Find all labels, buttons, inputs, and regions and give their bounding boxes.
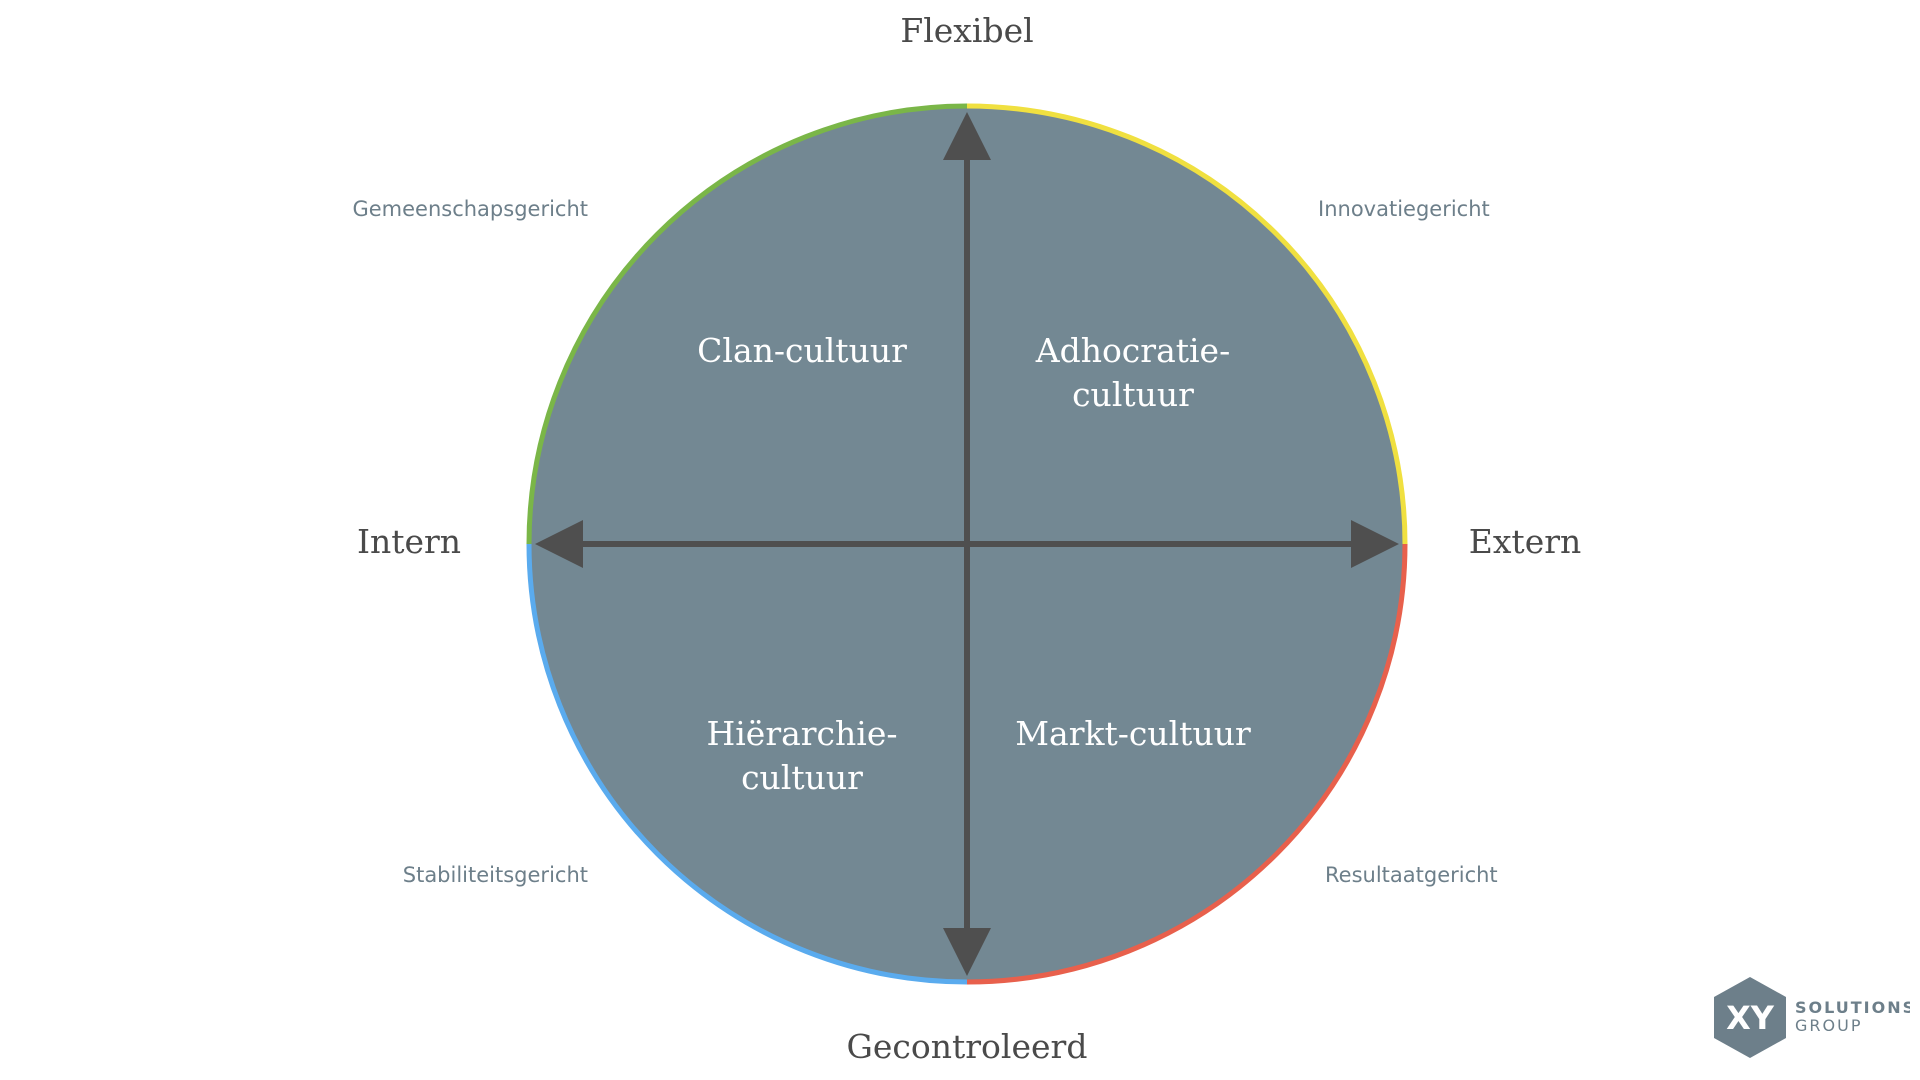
- orientation-label-innovatie: Innovatiegericht: [1318, 197, 1490, 221]
- logo-hexagon-icon: [1714, 977, 1786, 1058]
- orientation-label-resultaat: Resultaatgericht: [1325, 863, 1498, 887]
- logo-line-1: SOLUTIONS: [1795, 998, 1910, 1017]
- axis-label-left: Intern: [357, 522, 461, 561]
- quadrant-label-adhocratie-line2: cultuur: [1072, 375, 1194, 414]
- axis-label-bottom: Gecontroleerd: [847, 1027, 1088, 1066]
- orientation-label-gemeenschap: Gemeenschapsgericht: [352, 197, 588, 221]
- arc-top-right: [966, 103, 1408, 545]
- orientation-label-stabiliteit: Stabiliteitsgericht: [403, 863, 588, 887]
- arc-bottom-left: [526, 543, 968, 985]
- axis-label-right: Extern: [1469, 522, 1582, 561]
- xy-solutions-logo: XY SOLUTIONS GROUP: [1714, 977, 1910, 1058]
- logo-mark: XY: [1726, 999, 1775, 1037]
- arc-bottom-right: [966, 543, 1408, 985]
- arc-top-left: [526, 103, 968, 545]
- axis-label-top: Flexibel: [900, 11, 1033, 50]
- quadrant-label-hierarchie-line1: Hiërarchie-: [706, 714, 897, 753]
- quadrant-label-markt: Markt-cultuur: [1015, 714, 1251, 753]
- quadrant-label-hierarchie-line2: cultuur: [741, 758, 863, 797]
- quadrant-label-clan: Clan-cultuur: [697, 331, 907, 370]
- logo-line-2: GROUP: [1795, 1016, 1862, 1035]
- quadrant-label-adhocratie-line1: Adhocratie-: [1035, 331, 1231, 370]
